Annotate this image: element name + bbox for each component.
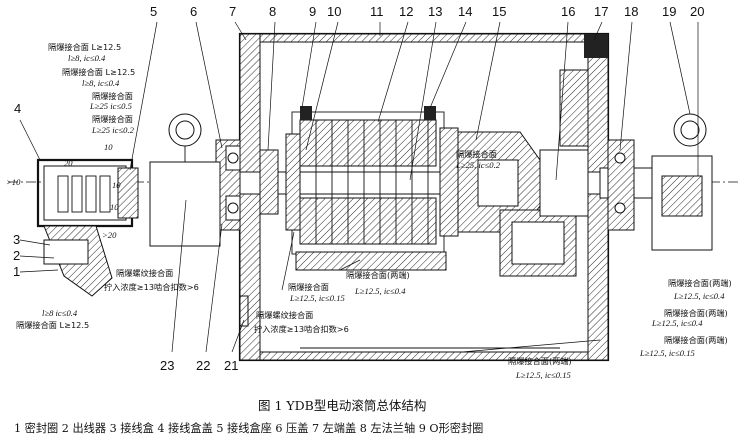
callout-2: 2 bbox=[13, 248, 20, 263]
right-flange-assembly bbox=[607, 139, 635, 231]
mark-gt10: >10 bbox=[6, 177, 21, 187]
annotation-3-title: 隔爆接合面 bbox=[92, 91, 133, 101]
annotation-13-title: 隔爆接合面(两端) bbox=[664, 308, 728, 318]
annotation-11-title: 隔爆接合面(两端) bbox=[508, 356, 572, 366]
callout-11: 11 bbox=[370, 4, 384, 19]
annotation-2-sub: l≥8, ic≤0.4 bbox=[82, 78, 120, 88]
annotation-8-title: 隔爆接合面(两端) bbox=[346, 270, 410, 280]
callout-14: 14 bbox=[458, 4, 472, 19]
annotation-7-sub: L≥12.5, ic≤0.15 bbox=[289, 293, 345, 303]
callout-21: 21 bbox=[224, 358, 238, 373]
annotation-7-title: 隔爆接合面 bbox=[288, 282, 329, 292]
callout-9: 9 bbox=[309, 4, 316, 19]
annotation-10-title: 隔爆接合面 L≥12.5 bbox=[16, 320, 89, 330]
right-lifting-eye bbox=[651, 113, 713, 251]
annotation-14-sub: L≥12.5, ic≤0.15 bbox=[639, 348, 695, 358]
annotation-6-title: 隔爆螺纹接合面 bbox=[116, 268, 173, 278]
callout-18: 18 bbox=[624, 4, 638, 19]
callout-12: 12 bbox=[399, 4, 413, 19]
callout-15: 15 bbox=[492, 4, 506, 19]
callout-23: 23 bbox=[160, 358, 174, 373]
annotation-6-sub: 拧入浓度≥13啮合扣数>6 bbox=[104, 282, 199, 292]
annotation-5-sub: L≥25, ic≤0.2 bbox=[455, 160, 501, 170]
leader-lines bbox=[19, 21, 699, 353]
callout-7: 7 bbox=[229, 4, 236, 19]
callout-6: 6 bbox=[190, 4, 197, 19]
mark-gt20: >20 bbox=[102, 230, 117, 240]
annotation-13-sub: L≥12.5, ic≤0.4 bbox=[651, 318, 703, 328]
callout-4: 4 bbox=[14, 101, 21, 116]
mark-10c: 10 bbox=[110, 202, 119, 212]
callout-17: 17 bbox=[594, 4, 608, 19]
annotation-12-title: 隔爆接合面(两端) bbox=[668, 278, 732, 288]
annotation-10-sub: l≥8 ic≤0.4 bbox=[42, 308, 78, 318]
annotation-5-title: 隔爆接合面 bbox=[456, 149, 497, 159]
callout-1: 1 bbox=[13, 264, 20, 279]
callout-10: 10 bbox=[327, 4, 341, 19]
callout-5: 5 bbox=[150, 4, 157, 19]
annotation-4-title: 隔爆接合面 bbox=[92, 114, 133, 124]
annotation-9-sub: 拧入浓度≥13啮合扣数>6 bbox=[254, 324, 349, 334]
callout-8: 8 bbox=[269, 4, 276, 19]
annotation-2-title: 隔爆接合面 L≥12.5 bbox=[62, 67, 135, 77]
annotation-4-sub: L≥25 ic≤0.2 bbox=[91, 125, 135, 135]
annotation-9-title: 隔爆螺纹接合面 bbox=[256, 310, 313, 320]
callout-20: 20 bbox=[690, 4, 704, 19]
callout-13: 13 bbox=[428, 4, 442, 19]
annotation-8-sub: L≥12.5, ic≤0.4 bbox=[354, 286, 406, 296]
dimension-marks: >10 >20 10 10 20 10 bbox=[6, 142, 121, 240]
annotation-12-sub: L≥12.5, ic≤0.4 bbox=[673, 291, 725, 301]
flameproof-annotations: 隔爆接合面 L≥12.5 l≥8, ic≤0.4 隔爆接合面 L≥12.5 l≥… bbox=[16, 42, 732, 380]
annotation-14-title: 隔爆接合面(两端) bbox=[664, 335, 728, 345]
gear-reducer bbox=[457, 34, 608, 277]
annotation-3-sub: L≥25 ic≤0.5 bbox=[89, 101, 133, 111]
callout-22: 22 bbox=[196, 358, 210, 373]
annotation-11-sub: L≥12.5, ic≤0.15 bbox=[515, 370, 571, 380]
callout-16: 16 bbox=[561, 4, 575, 19]
drum-shell bbox=[238, 32, 610, 362]
mark-10a: 10 bbox=[104, 142, 113, 152]
callout-numbers: 1 2 3 4 5 6 7 8 9 10 11 12 13 14 15 16 1… bbox=[13, 4, 704, 373]
mark-20: 20 bbox=[64, 158, 73, 168]
figure-legend: 1 密封圈 2 出线器 3 接线盒 4 接线盒盖 5 接线盒座 6 压盖 7 左… bbox=[14, 421, 483, 435]
callout-19: 19 bbox=[662, 4, 676, 19]
annotation-1-title: 隔爆接合面 L≥12.5 bbox=[48, 42, 121, 52]
callout-3: 3 bbox=[13, 232, 20, 247]
left-lifting-eye bbox=[149, 113, 221, 247]
terminal-box bbox=[36, 158, 139, 297]
mark-10b: 10 bbox=[112, 180, 121, 190]
figure-caption: 图 1 YDB型电动滚筒总体结构 bbox=[258, 398, 426, 413]
annotation-1-sub: l≥8, ic≤0.4 bbox=[68, 53, 106, 63]
